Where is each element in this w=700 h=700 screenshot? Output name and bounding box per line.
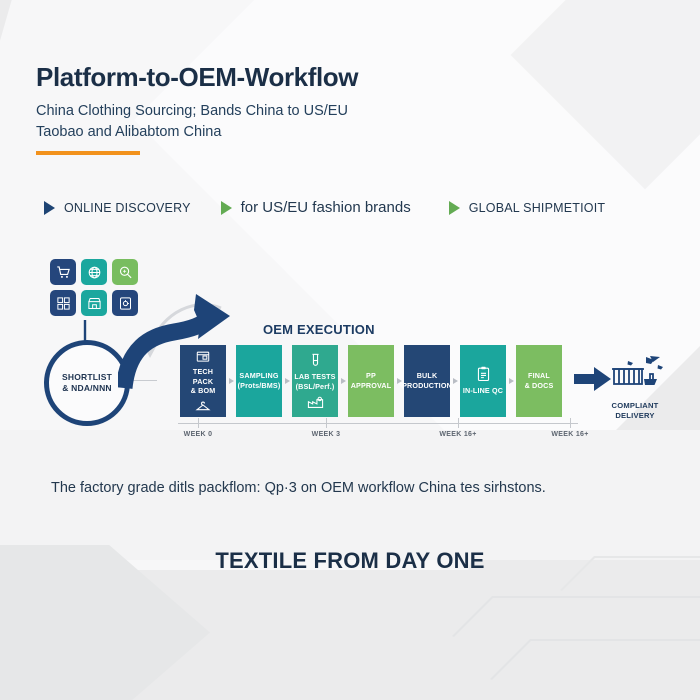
process-card-pp-approval[interactable]: PP APPROVAL: [348, 345, 394, 417]
shopping-cart-icon: [50, 259, 76, 285]
globe-icon: [81, 259, 107, 285]
timeline-line: [178, 423, 578, 424]
catalog-grid-icon: [50, 290, 76, 316]
page-title: Platform-to-OEM-Workflow: [36, 62, 359, 92]
delivery-label: COMPLIANT DELIVERY: [611, 401, 659, 421]
main-swoosh-arrow-icon: [118, 294, 230, 390]
triangle-icon: [44, 200, 55, 215]
arrow-right-icon: [284, 378, 290, 384]
secure-document-icon: [112, 290, 138, 316]
bullet-global-shipment: GLOBAL SHIPMETIOIT: [448, 200, 606, 215]
arrow-right-icon: [508, 378, 514, 384]
card-label: IN-LINE QC: [462, 386, 504, 396]
tech-pack-icon: [196, 351, 210, 362]
timeline-label: WEEK 16+: [551, 431, 589, 438]
factory-icon: [307, 396, 323, 409]
process-card-sampling[interactable]: SAMPLING (Prots/BMS): [236, 345, 282, 417]
start-node-line-1: SHORTLIST: [62, 371, 112, 382]
arrow-right-icon: [228, 378, 234, 384]
hanger-icon: [195, 401, 211, 411]
subtitle-line-1: China Clothing Sourcing; Bands China to …: [36, 103, 348, 119]
card-label: PP APPROVAL: [350, 371, 392, 390]
bullet-label: ONLINE DISCOVERY: [64, 200, 191, 215]
section-label-oem-execution: OEM EXECUTION: [263, 322, 375, 337]
card-connector: [226, 345, 236, 417]
arrow-right-icon: [396, 378, 402, 384]
header-block: Platform-to-OEM-Workflow China Clothing …: [36, 62, 359, 156]
card-connector: [506, 345, 516, 417]
process-card-final-docs[interactable]: FINAL & DOCS: [516, 345, 562, 417]
body-caption: The factory grade ditls packflom: Qp·3 o…: [51, 480, 546, 496]
card-connector: [394, 345, 404, 417]
subtitle-line-2: Taobao and Alibabtom China: [36, 123, 222, 140]
background-mid-band: [0, 430, 700, 560]
clipboard-check-icon: [477, 366, 489, 382]
bullet-label: GLOBAL SHIPMETIOIT: [468, 200, 606, 215]
card-label: SAMPLING (Prots/BMS): [237, 371, 281, 390]
bullet-online-discovery: ONLINE DISCOVERY: [44, 200, 191, 215]
triangle-icon: [448, 200, 460, 215]
timeline-label: WEEK 0: [183, 431, 213, 438]
timeline-label: WEEK 16+: [439, 431, 477, 438]
arrow-right-icon: [452, 378, 458, 384]
accent-rule: [36, 151, 140, 156]
timeline-label: WEEK 3: [311, 431, 341, 438]
timeline-tick: [458, 418, 459, 428]
shipping-container-icon: [612, 356, 663, 385]
card-label: LAB TESTS (BSL/Perf.): [294, 371, 336, 391]
timeline-tick: [326, 418, 327, 428]
card-connector: [338, 345, 348, 417]
process-card-inline-qc[interactable]: IN-LINE QC: [460, 345, 506, 417]
arrow-right-icon: [340, 378, 346, 384]
card-label: BULK PRODUCTION: [402, 371, 452, 390]
process-card-row: TECH PACK & BOM SAMPLING (Prots/BMS) LAB…: [180, 345, 562, 417]
bullet-row: ONLINE DISCOVERY for US/EU fashion brand…: [44, 199, 605, 216]
page-subtitle: China Clothing Sourcing; Bands China to …: [36, 101, 358, 142]
card-connector: [282, 345, 292, 417]
final-arrow-right-icon: [574, 367, 611, 391]
start-node-line-2: & NDA/NNN: [62, 383, 112, 393]
process-card-tech-pack[interactable]: TECH PACK & BOM: [180, 345, 226, 417]
timeline-tick: [198, 418, 199, 428]
start-node-connector-line: [129, 380, 157, 381]
storefront-icon: [81, 290, 107, 316]
card-label: FINAL & DOCS: [524, 371, 554, 390]
triangle-icon: [220, 200, 232, 215]
process-card-bulk-production[interactable]: BULK PRODUCTION: [402, 345, 452, 417]
test-tube-icon: [311, 353, 319, 366]
footer-headline: TEXTILE FROM DAY ONE: [215, 548, 485, 573]
timeline-tick: [570, 418, 571, 428]
card-connector: [450, 345, 460, 417]
bullet-fashion-brands: for US/EU fashion brands: [220, 199, 411, 216]
card-label: TECH PACK & BOM: [190, 366, 216, 396]
delivery-node: COMPLIANT DELIVERY: [596, 352, 674, 422]
discovery-icon-grid: [50, 259, 138, 316]
bullet-label: for US/EU fashion brands: [240, 199, 411, 216]
process-card-lab-tests[interactable]: LAB TESTS (BSL/Perf.): [292, 345, 338, 417]
magnifier-search-icon: [112, 259, 138, 285]
